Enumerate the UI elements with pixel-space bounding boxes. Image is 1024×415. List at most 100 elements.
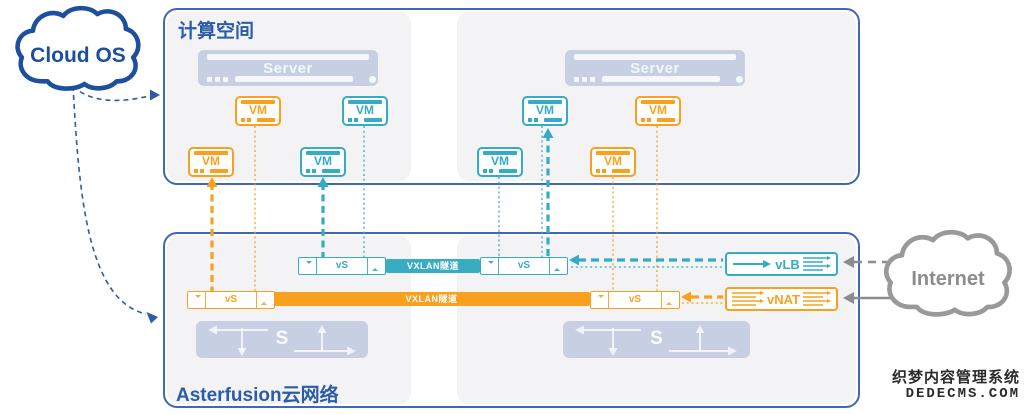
server-label: Server	[263, 60, 313, 77]
vm-label: VM	[536, 103, 554, 117]
vm-box: VM	[522, 96, 568, 126]
vm-top-bar	[194, 151, 228, 155]
vnat-box: vNAT	[725, 287, 838, 311]
switch-flow-arrows	[208, 325, 356, 356]
switch-icon: S	[196, 321, 368, 358]
cloud-os-mgmt-arrows	[72, 85, 150, 315]
vm-bottom-bar	[348, 118, 382, 122]
vswitch-box: vS	[480, 257, 568, 275]
server-slot-bar	[207, 54, 369, 60]
vm-vswitch-links	[210, 126, 658, 292]
server-power-led	[369, 76, 376, 83]
vm-bottom-bar	[306, 169, 340, 173]
arrowhead-left-teal	[569, 254, 579, 266]
server-slot-bar	[574, 54, 736, 60]
flow-lines-icon	[803, 256, 831, 271]
vswitch-port-arrow	[372, 265, 378, 271]
vswitch-port-arrow	[598, 295, 604, 301]
switch-label: S	[650, 328, 663, 349]
arrowhead-to-compute	[150, 89, 160, 101]
server-label: Server	[630, 60, 680, 77]
internet-cloud: Internet	[872, 228, 1024, 322]
cloud-network-title: Asterfusion云网络	[176, 385, 339, 406]
nfv-vswitch-links	[571, 258, 723, 304]
vswitch-port-arrow	[261, 299, 267, 305]
server-icon: Server	[198, 50, 378, 86]
compute-space-title: 计算空间	[178, 21, 255, 42]
arrowhead-up-teal-right	[542, 128, 554, 138]
vswitch-divider	[205, 292, 206, 308]
vm-top-bar	[483, 151, 517, 155]
vswitch-port-arrow	[666, 299, 672, 305]
vm-top-bar	[348, 100, 382, 104]
switch-icon: S	[563, 321, 750, 358]
vswitch-divider	[316, 258, 317, 274]
cloud-icon	[15, 5, 141, 91]
vm-top-bar	[596, 151, 630, 155]
cloud-os: Cloud OS	[3, 4, 153, 96]
vxlan-tunnel-teal: VXLAN隧道	[386, 259, 480, 273]
server-ports	[574, 76, 736, 82]
vswitch-box: vS	[590, 291, 680, 309]
server-power-led	[736, 76, 743, 83]
vswitch-divider	[367, 258, 368, 274]
long-arrow-icon	[733, 260, 771, 268]
vm-label: VM	[649, 103, 667, 117]
vm-label: VM	[249, 103, 267, 117]
vm-top-bar	[306, 151, 340, 155]
vm-top-bar	[241, 100, 275, 104]
vm-bottom-bar	[483, 169, 517, 173]
vm-label: VM	[202, 154, 220, 168]
vswitch-box: vS	[187, 291, 275, 309]
vswitch-port-arrow	[554, 265, 560, 271]
vswitch-label: vS	[628, 294, 642, 305]
vswitch-port-arrow	[488, 261, 494, 267]
vm-bottom-bar	[641, 118, 675, 122]
vm-box: VM	[342, 96, 388, 126]
vswitch-divider	[549, 258, 550, 274]
internet-links	[854, 260, 892, 300]
vm-label: VM	[356, 103, 374, 117]
vm-label: VM	[314, 154, 332, 168]
vswitch-label: vS	[224, 294, 238, 305]
vm-bottom-bar	[241, 118, 275, 122]
vm-box: VM	[188, 147, 234, 177]
watermark-line2: DEDECMS.COM	[905, 386, 1020, 402]
server-ports	[207, 76, 369, 82]
cloud-icon	[884, 229, 1012, 317]
flow-lines-icon	[732, 291, 764, 306]
flow-lines-icon	[802, 291, 831, 306]
arrowhead-to-network	[146, 312, 158, 324]
arrowhead-internet-vlb	[843, 256, 854, 268]
vxlan-tunnel-orange: VXLAN隧道	[273, 292, 590, 306]
watermark-line1: 织梦内容管理系统	[891, 369, 1020, 386]
vswitch-port-arrow	[195, 295, 201, 301]
arrowhead-up-teal-left	[317, 177, 329, 187]
vm-box: VM	[635, 96, 681, 126]
vm-top-bar	[641, 100, 675, 104]
vswitch-port-arrow	[306, 261, 312, 267]
switch-label: S	[275, 328, 289, 349]
vm-bottom-bar	[528, 118, 562, 122]
arrowhead-up-orange	[206, 177, 218, 187]
watermark: 织梦内容管理系统 DEDECMS.COM	[892, 369, 1020, 403]
arrowhead-left-orange	[681, 291, 691, 303]
vm-bottom-bar	[596, 169, 630, 173]
vswitch-divider	[661, 292, 662, 308]
vm-box: VM	[590, 147, 636, 177]
vlb-label: vLB	[775, 256, 800, 272]
vswitch-divider	[498, 258, 499, 274]
vm-box: VM	[235, 96, 281, 126]
arrowhead-internet-vnat	[843, 292, 854, 304]
internet-label: Internet	[911, 268, 985, 290]
vlb-box: vLB	[725, 252, 838, 276]
switch-flow-arrows	[575, 325, 737, 356]
vswitch-box: vS	[298, 257, 386, 275]
vswitch-divider	[608, 292, 609, 308]
vswitch-divider	[256, 292, 257, 308]
vswitch-label: vS	[517, 260, 531, 271]
vm-bottom-bar	[194, 169, 228, 173]
vm-box: VM	[477, 147, 523, 177]
